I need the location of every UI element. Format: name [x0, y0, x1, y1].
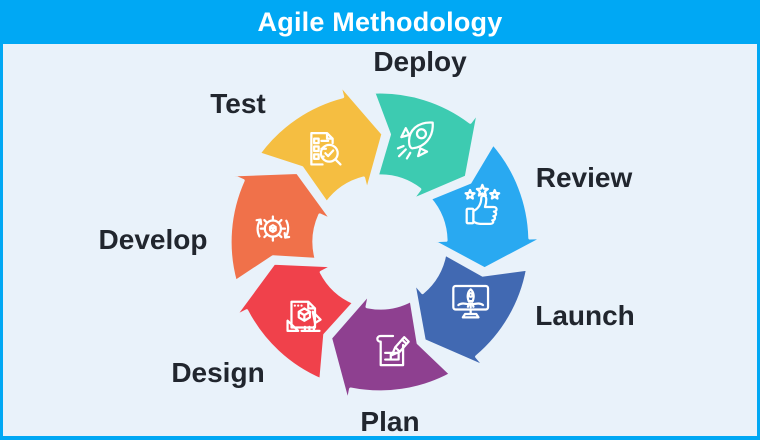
segment-label-plan: Plan [360, 406, 420, 437]
gear-sync-icon [255, 215, 291, 242]
rocket-monitor-icon [452, 284, 490, 319]
segment-arrow-design [232, 261, 356, 382]
segment-label-develop: Develop [98, 224, 208, 255]
segment-label-design: Design [171, 357, 265, 388]
title-bar: Agile Methodology [0, 0, 760, 44]
design-tools-icon [286, 300, 322, 332]
segment-arrow-test [257, 81, 385, 205]
segment-label-deploy: Deploy [373, 46, 467, 77]
segment-label-review: Review [535, 162, 633, 193]
rocket-icon [396, 121, 434, 160]
blueprint-pencil-icon [376, 334, 410, 367]
segment-arrow-plan [328, 291, 453, 405]
thumbs-up-stars-icon [464, 183, 501, 225]
segment-arrow-deploy [371, 90, 481, 203]
checklist-magnifier-icon [310, 131, 342, 166]
segment-label-launch: Launch [535, 300, 635, 331]
page-title: Agile Methodology [257, 6, 503, 37]
segment-label-test: Test [210, 88, 266, 119]
